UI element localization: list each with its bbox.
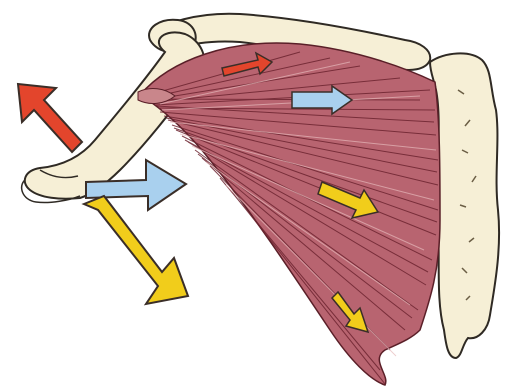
yellow-action-arrow [84, 196, 188, 304]
red-action-arrow [18, 84, 82, 152]
